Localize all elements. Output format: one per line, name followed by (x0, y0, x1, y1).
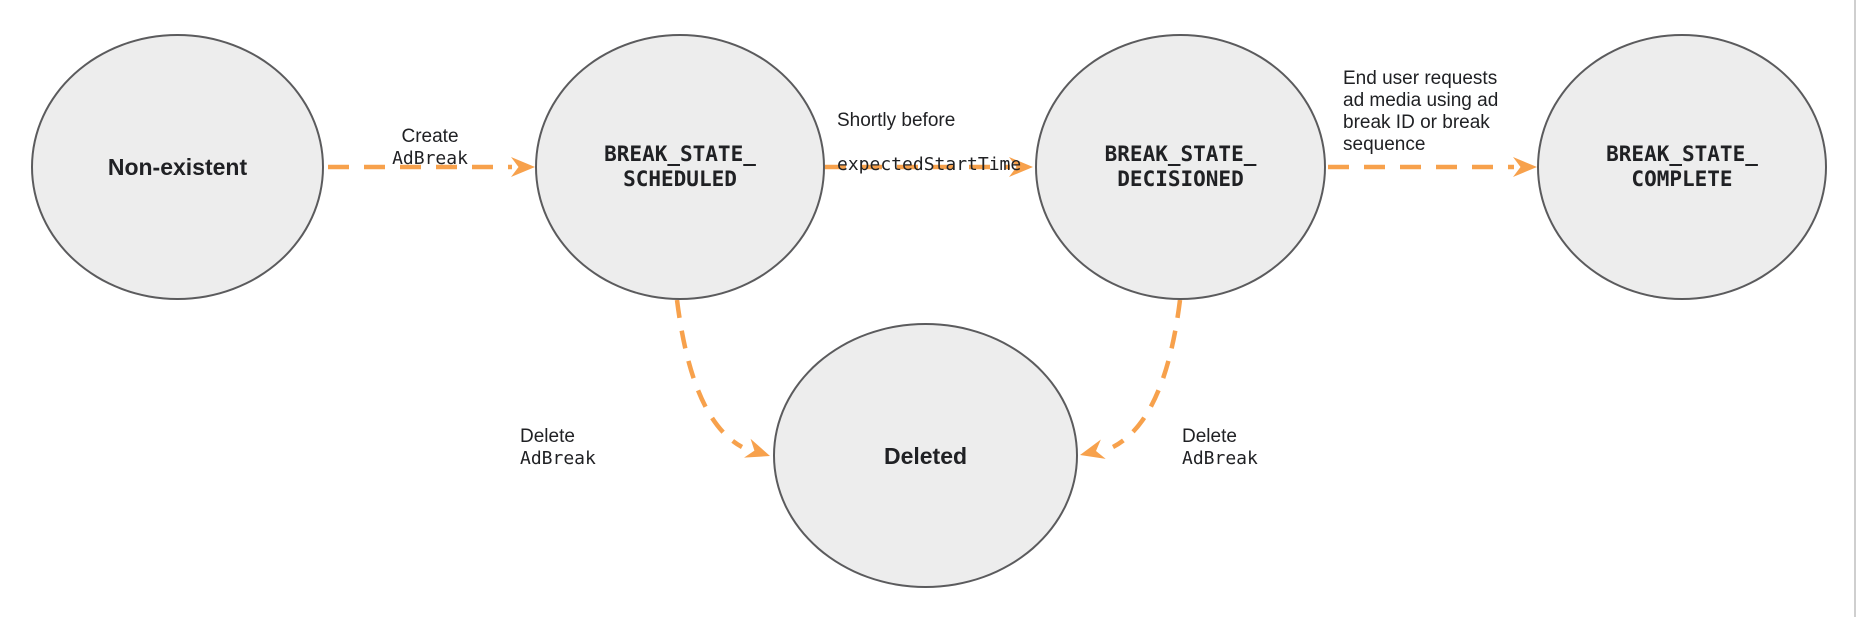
arrowhead-icon (1009, 157, 1033, 177)
arrowhead-icon (1080, 439, 1106, 459)
node-break-state-complete: BREAK_STATE_ COMPLETE (1537, 34, 1827, 300)
edge-label-code: expectedStartTime (837, 154, 1022, 175)
edge-label-code: AdBreak (392, 148, 468, 169)
edge-delete-adbreak-left-curve (674, 299, 744, 449)
node-break-state-decisioned: BREAK_STATE_ DECISIONED (1035, 34, 1326, 300)
edge-label-code: AdBreak (1182, 448, 1258, 469)
edge-label-create-adbreak: Create AdBreak (330, 104, 530, 170)
edge-label-text: End user requests ad media using ad brea… (1343, 68, 1499, 155)
edge-label-text: Create (401, 126, 459, 147)
edge-delete-adbreak-right-curve (1111, 299, 1183, 449)
node-break-state-complete-label: BREAK_STATE_ COMPLETE (1606, 142, 1758, 191)
edge-label-end-user-requests: End user requests ad media using ad brea… (1343, 46, 1573, 156)
content-right-border (1854, 0, 1856, 617)
edge-label-shortly-before: Shortly before expectedStartTime (837, 88, 1067, 198)
node-deleted: Deleted (773, 323, 1078, 588)
node-break-state-scheduled-label: BREAK_STATE_ SCHEDULED (604, 142, 756, 191)
node-non-existent-label: Non-existent (107, 154, 248, 180)
edge-label-text: Delete (520, 426, 575, 447)
arrowhead-icon (744, 438, 770, 458)
edge-label-text: Delete (1182, 426, 1237, 447)
node-non-existent: Non-existent (31, 34, 324, 300)
edge-label-delete-adbreak-left: Delete AdBreak (520, 404, 720, 470)
edge-label-code: AdBreak (520, 448, 596, 469)
node-deleted-label: Deleted (883, 442, 968, 469)
node-break-state-scheduled: BREAK_STATE_ SCHEDULED (535, 34, 825, 300)
arrowhead-icon (1513, 157, 1537, 177)
arrowhead-icon (511, 157, 535, 177)
node-break-state-decisioned-label: BREAK_STATE_ DECISIONED (1104, 142, 1257, 191)
edge-label-text: Shortly before (837, 110, 956, 131)
edge-label-delete-adbreak-right: Delete AdBreak (1182, 404, 1382, 470)
